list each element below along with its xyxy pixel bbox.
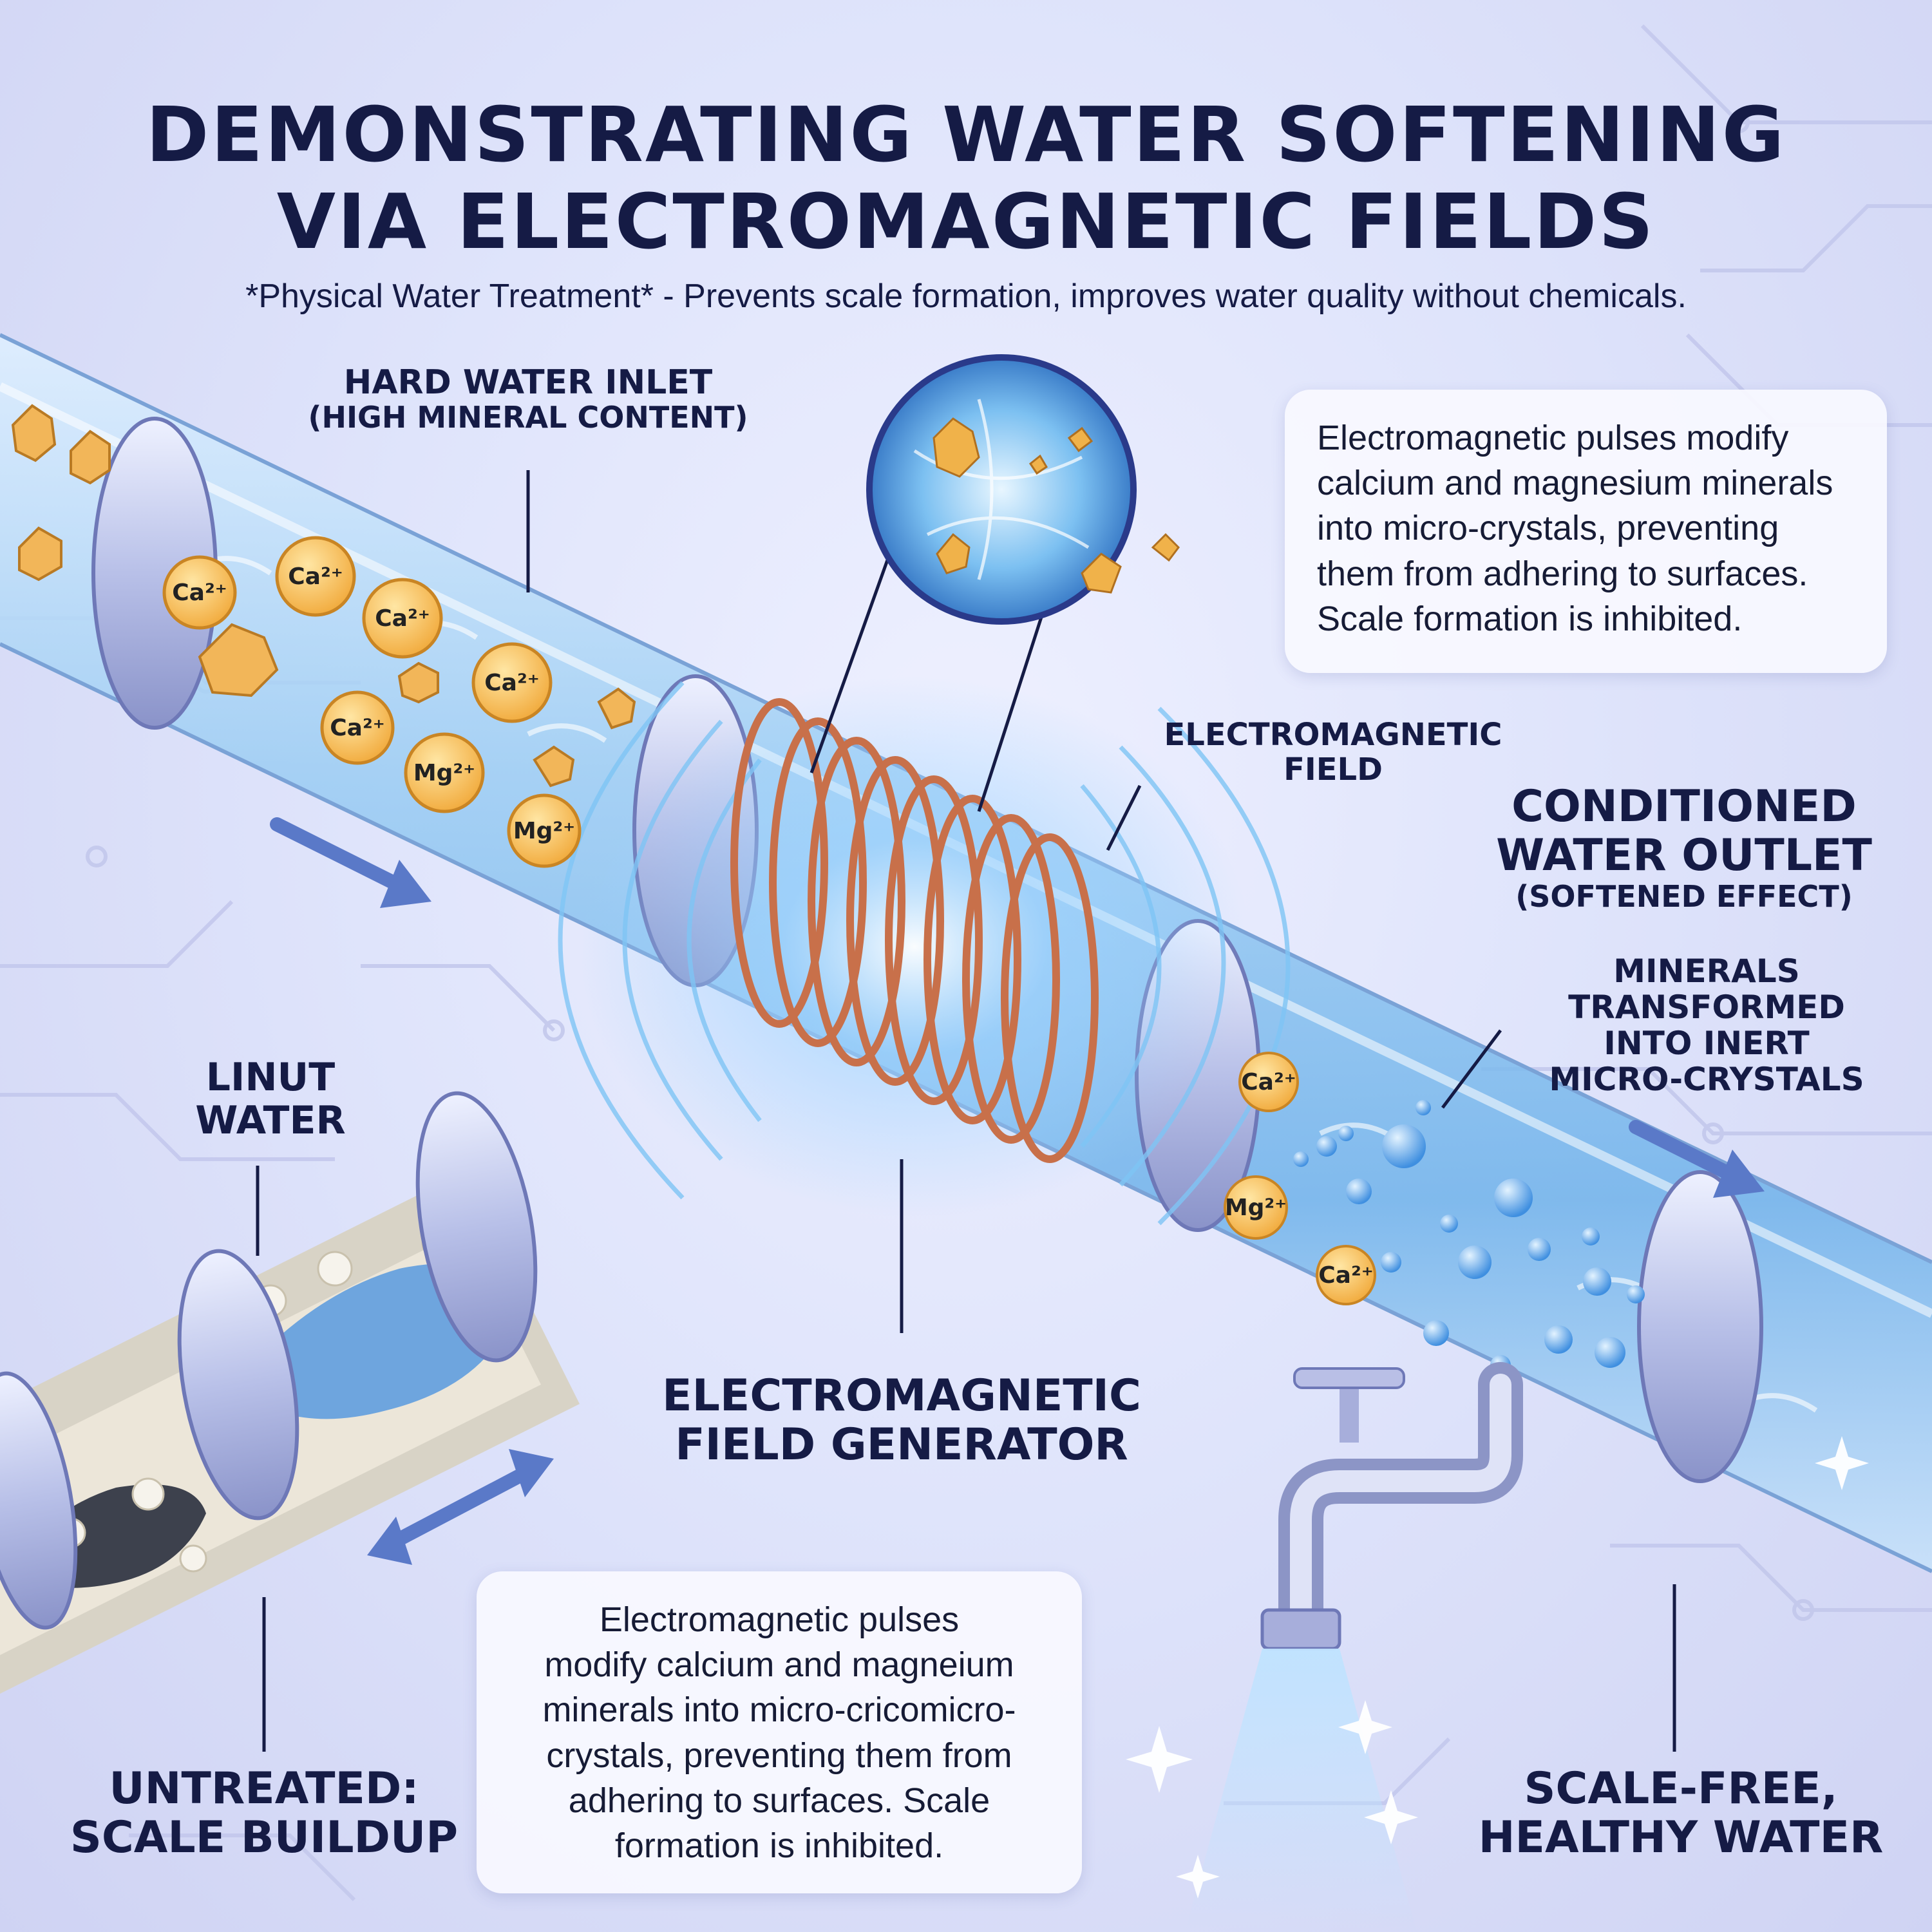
note-line: modify calcium and magneium bbox=[544, 1645, 1014, 1685]
ion-label: Mg²⁺ bbox=[413, 760, 475, 786]
ion-label: Ca²⁺ bbox=[484, 670, 539, 696]
inlet-mineral-clusters bbox=[11, 404, 636, 788]
field-label-line: FIELD bbox=[1283, 751, 1383, 788]
info-note-top: Electromagnetic pulses modify calcium an… bbox=[1285, 390, 1887, 673]
ion-label: Mg²⁺ bbox=[513, 818, 575, 844]
note-line: adhering to surfaces. Scale bbox=[568, 1781, 990, 1820]
scalefree-line: SCALE-FREE, bbox=[1524, 1763, 1838, 1814]
faucet bbox=[1126, 1362, 1869, 1932]
minerals-label: MINERALS TRANSFORMED INTO INERT MICRO-CR… bbox=[1481, 953, 1932, 1097]
ion-label: Ca²⁺ bbox=[172, 580, 227, 606]
scalefree-label: SCALE-FREE, HEALTHY WATER bbox=[1468, 1763, 1893, 1864]
note-line: calcium and magnesium minerals bbox=[1317, 464, 1833, 503]
info-note-bottom: Electromagnetic pulses modify calcium an… bbox=[477, 1571, 1082, 1893]
field-label: ELECTROMAGNETIC FIELD bbox=[1133, 717, 1533, 788]
note-line: crystals, preventing them from bbox=[546, 1736, 1012, 1775]
note-line: into micro-crystals, preventing bbox=[1317, 509, 1779, 548]
scaled-pipe bbox=[0, 1091, 580, 1694]
outlet-title-line: CONDITIONED bbox=[1511, 781, 1857, 832]
note-line: Electromagnetic pulses bbox=[599, 1600, 960, 1639]
untreated-line: UNTREATED: bbox=[109, 1763, 419, 1814]
ion-label: Ca²⁺ bbox=[1241, 1069, 1296, 1095]
minerals-line: MINERALS bbox=[1613, 952, 1800, 990]
linut-label: LINUT WATER bbox=[129, 1056, 412, 1142]
note-line: Scale formation is inhibited. bbox=[1317, 599, 1743, 638]
generator-line: FIELD GENERATOR bbox=[675, 1419, 1128, 1471]
scalefree-line: HEALTHY WATER bbox=[1478, 1812, 1884, 1864]
note-line: them from adhering to surfaces. bbox=[1317, 554, 1808, 593]
note-line: Electromagnetic pulses modify bbox=[1317, 419, 1789, 457]
subtitle: *Physical Water Treatment* - Prevents sc… bbox=[245, 278, 1687, 315]
inlet-title: HARD WATER INLET bbox=[343, 363, 713, 402]
leader-lines bbox=[256, 470, 1676, 1752]
generator-label: ELECTROMAGNETIC FIELD GENERATOR bbox=[644, 1370, 1159, 1471]
untreated-line: SCALE BUILDUP bbox=[70, 1812, 459, 1864]
field-generator bbox=[558, 676, 1291, 1226]
outlet-title-line: WATER OUTLET bbox=[1496, 830, 1872, 882]
inlet-label: HARD WATER INLET (HIGH MINERAL CONTENT) bbox=[270, 364, 786, 435]
ion-label: Mg²⁺ bbox=[1225, 1195, 1287, 1221]
micro-crystal-bubbles bbox=[1293, 1100, 1645, 1376]
ion-label: Ca²⁺ bbox=[1318, 1262, 1373, 1289]
ion-label: Ca²⁺ bbox=[330, 715, 384, 741]
linut-line: LINUT bbox=[205, 1055, 336, 1100]
generator-line: ELECTROMAGNETIC bbox=[662, 1370, 1141, 1421]
title-line-2: VIA ELECTROMAGNETIC FIELDS bbox=[276, 177, 1656, 266]
inlet-subtitle: (HIGH MINERAL CONTENT) bbox=[308, 400, 748, 435]
micro-crystal-magnifier bbox=[810, 354, 1180, 812]
outlet-label: CONDITIONED WATER OUTLET (SOFTENED EFFEC… bbox=[1449, 782, 1919, 914]
note-line: formation is inhibited. bbox=[614, 1826, 944, 1865]
field-label-line: ELECTROMAGNETIC bbox=[1164, 717, 1502, 753]
ion-label: Ca²⁺ bbox=[375, 605, 430, 632]
outlet-ions: Ca²⁺ Mg²⁺ Ca²⁺ bbox=[1224, 1052, 1376, 1305]
note-line: minerals into micro-cricomicro- bbox=[542, 1690, 1016, 1730]
linut-line: WATER bbox=[195, 1098, 346, 1144]
minerals-line: INTO INERT bbox=[1604, 1025, 1810, 1062]
copper-coil bbox=[730, 698, 1099, 1163]
flow-arrows bbox=[270, 817, 1765, 1565]
untreated-label: UNTREATED: SCALE BUILDUP bbox=[64, 1763, 464, 1864]
outlet-subtitle: (SOFTENED EFFECT) bbox=[1515, 879, 1853, 914]
inlet-ions: Ca²⁺ Ca²⁺ Ca²⁺ Ca²⁺ Ca²⁺ Mg²⁺ Mg²⁺ bbox=[162, 536, 582, 868]
title-line-1: DEMONSTRATING WATER SOFTENING bbox=[146, 90, 1786, 179]
minerals-line: TRANSFORMED bbox=[1568, 989, 1845, 1026]
ion-label: Ca²⁺ bbox=[288, 564, 343, 590]
minerals-line: MICRO-CRYSTALS bbox=[1549, 1061, 1864, 1098]
